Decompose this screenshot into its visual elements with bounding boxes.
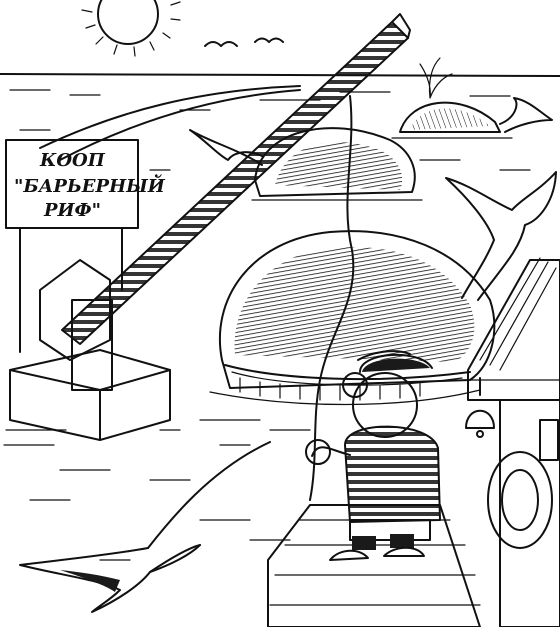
gate-base [3, 259, 181, 446]
bell-icon [465, 377, 495, 438]
big-whale [209, 171, 557, 406]
sun [81, 0, 181, 57]
life-buoy-icon [487, 451, 553, 549]
middle-whale [189, 127, 423, 201]
far-whale [391, 57, 553, 139]
house [465, 257, 560, 627]
sign-line-1: КООП [39, 150, 106, 171]
distant-birds [204, 37, 284, 47]
breakwater [39, 85, 301, 161]
sign-line-3: РИФ" [43, 200, 101, 221]
horizon-line [0, 73, 560, 77]
water-ripples [9, 89, 531, 561]
sailor [305, 350, 441, 561]
sign-line-2: "БАРЬЕРНЫЙ [14, 173, 166, 197]
rope [309, 95, 355, 501]
seagull [19, 441, 271, 613]
dock [267, 504, 481, 627]
barrier-arm [61, 13, 411, 345]
